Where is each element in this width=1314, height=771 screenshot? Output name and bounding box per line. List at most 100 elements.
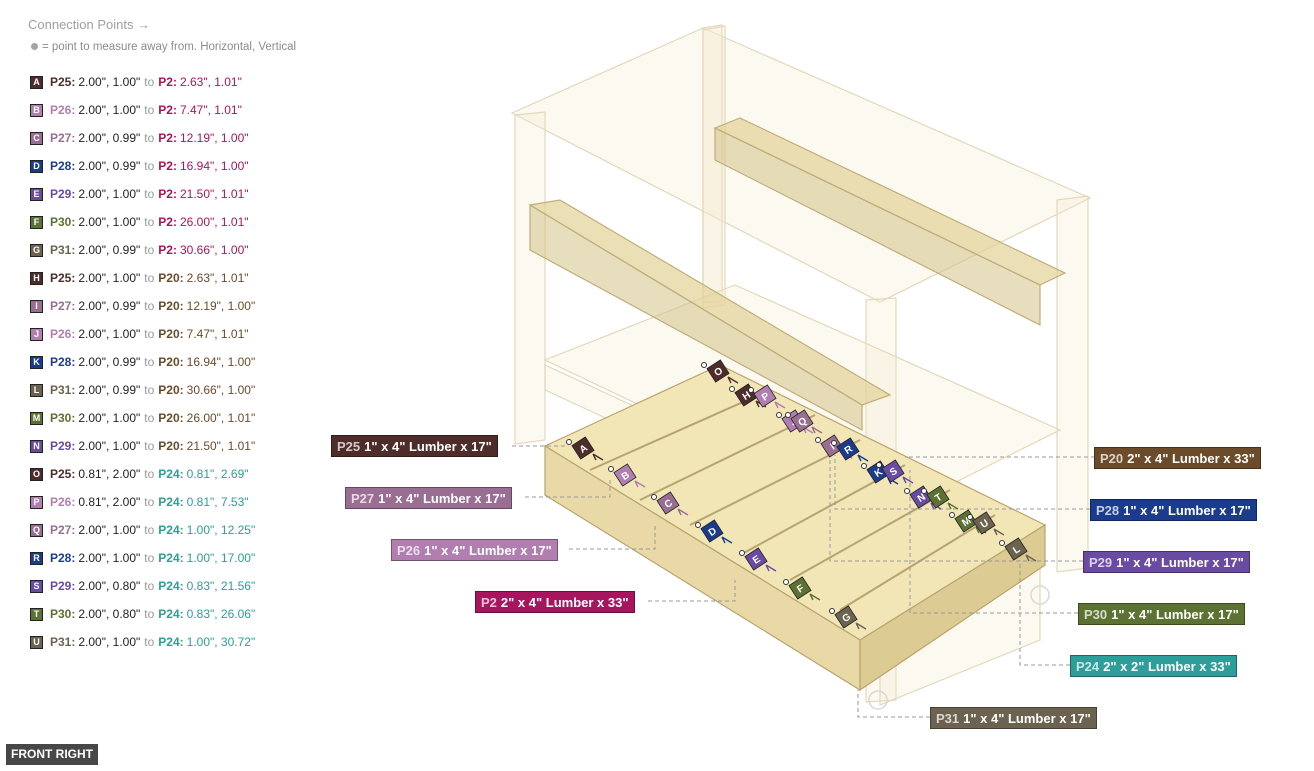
part-id: P31 bbox=[936, 711, 960, 726]
connection-to-part: P20 bbox=[158, 411, 180, 425]
connection-badge: D bbox=[30, 159, 43, 173]
connection-to-value: 30.66", 1.00" bbox=[179, 243, 249, 257]
marker-letter: I bbox=[829, 442, 838, 453]
colon: : bbox=[71, 187, 76, 201]
connection-to-value: 1.00", 12.25" bbox=[186, 523, 256, 537]
marker-box bbox=[656, 491, 680, 515]
connection-from-value: 2.00", 0.80" bbox=[78, 607, 141, 621]
colon: : bbox=[71, 635, 76, 649]
connection-from-part: P28 bbox=[50, 159, 72, 173]
connection-to-part: P24 bbox=[158, 495, 180, 509]
point-dot-icon bbox=[31, 43, 38, 50]
marker-s: S bbox=[881, 459, 905, 483]
connection-separator: to bbox=[144, 131, 155, 145]
colon: : bbox=[71, 607, 76, 621]
connection-to-part: P20 bbox=[158, 327, 180, 341]
connection-to-part: P24 bbox=[158, 635, 180, 649]
part-desc: 1" x 4" Lumber x 17" bbox=[364, 439, 492, 454]
marker-box bbox=[706, 359, 730, 383]
leader-lines bbox=[512, 445, 1095, 718]
colon: : bbox=[71, 495, 76, 509]
connection-separator: to bbox=[144, 299, 155, 313]
leader-p29 bbox=[829, 450, 1083, 562]
marker-box bbox=[744, 547, 768, 571]
marker-point bbox=[861, 463, 867, 469]
colon: : bbox=[179, 579, 184, 593]
part-desc: 1" x 4" Lumber x 17" bbox=[424, 543, 552, 558]
colon: : bbox=[71, 299, 76, 313]
marker-c: C bbox=[656, 491, 680, 515]
connection-separator: to bbox=[144, 411, 155, 425]
connection-from-part: P27 bbox=[50, 131, 72, 145]
leader-p28 bbox=[834, 455, 1090, 510]
connection-separator: to bbox=[144, 635, 155, 649]
connection-separator: to bbox=[144, 271, 155, 285]
connection-from-part: P31 bbox=[50, 635, 72, 649]
connection-to-part: P2 bbox=[158, 243, 173, 257]
part-id: P30 bbox=[1084, 607, 1108, 622]
part-desc: 1" x 4" Lumber x 17" bbox=[1123, 503, 1251, 518]
connection-from-value: 2.00", 0.99" bbox=[78, 159, 141, 173]
marker-point bbox=[748, 387, 754, 393]
connection-from-value: 2.00", 1.00" bbox=[78, 271, 141, 285]
colon: : bbox=[179, 635, 184, 649]
leader-p2 bbox=[648, 580, 736, 602]
connection-from-part: P28 bbox=[50, 355, 72, 369]
marker-box bbox=[571, 436, 595, 460]
colon: : bbox=[71, 327, 76, 341]
marker-arrow bbox=[902, 476, 914, 484]
connection-separator: to bbox=[144, 523, 155, 537]
connection-separator: to bbox=[144, 159, 155, 173]
connection-to-part: P2 bbox=[158, 159, 173, 173]
marker-g: G bbox=[834, 605, 858, 629]
connection-from-part: P29 bbox=[50, 187, 72, 201]
colon: : bbox=[71, 271, 76, 285]
connection-to-value: 1.00", 17.00" bbox=[186, 551, 256, 565]
connection-to-part: P20 bbox=[158, 355, 180, 369]
part-id: P27 bbox=[351, 491, 375, 506]
marker-arrow bbox=[727, 376, 739, 384]
part-desc: 1" x 4" Lumber x 17" bbox=[378, 491, 506, 506]
connection-from-value: 2.00", 1.00" bbox=[78, 215, 141, 229]
connection-badge: M bbox=[30, 411, 43, 425]
marker-r: R bbox=[836, 437, 860, 461]
connection-separator: to bbox=[144, 243, 155, 257]
connection-badge: C bbox=[30, 131, 43, 145]
marker-point bbox=[967, 514, 973, 520]
part-desc: 2" x 4" Lumber x 33" bbox=[1127, 451, 1255, 466]
connection-from-value: 2.00", 1.00" bbox=[78, 635, 141, 649]
colon: : bbox=[179, 607, 184, 621]
connection-to-part: P24 bbox=[158, 607, 180, 621]
colon: : bbox=[179, 439, 184, 453]
connection-from-value: 2.00", 0.99" bbox=[78, 131, 141, 145]
marker-letter: T bbox=[933, 492, 944, 505]
connection-to-part: P2 bbox=[158, 187, 173, 201]
connection-separator: to bbox=[144, 215, 155, 229]
marker-point bbox=[999, 540, 1005, 546]
connection-points-title: Connection Points → bbox=[28, 17, 151, 32]
marker-point bbox=[829, 608, 835, 614]
connection-from-value: 2.00", 1.00" bbox=[78, 439, 141, 453]
connection-badge: O bbox=[30, 467, 43, 481]
connection-separator: to bbox=[144, 439, 155, 453]
connection-from-value: 2.00", 0.80" bbox=[78, 579, 141, 593]
part-id: P2 bbox=[481, 595, 497, 610]
marker-box bbox=[820, 434, 844, 458]
colon: : bbox=[179, 551, 184, 565]
